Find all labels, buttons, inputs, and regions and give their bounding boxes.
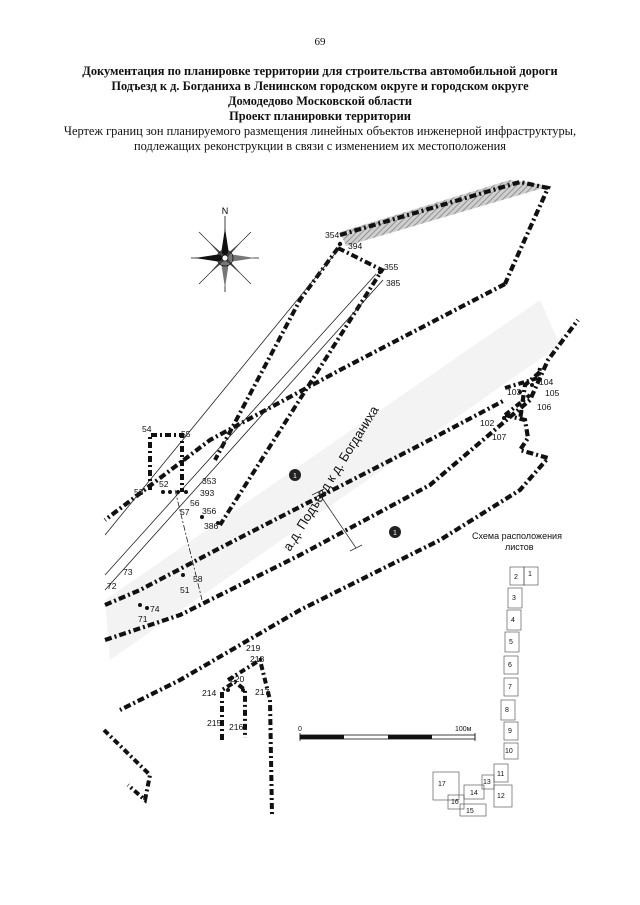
point-54: 54 — [142, 424, 152, 434]
scheme-title-2: листов — [505, 542, 534, 552]
sheet-12: 12 — [497, 793, 505, 800]
marker-2: 1 — [389, 526, 401, 538]
subtitle-line-2: подлежащих реконструкции в связи с измен… — [134, 139, 506, 153]
point-216: 216 — [229, 722, 244, 732]
point-356: 356 — [202, 506, 217, 516]
title-line-2: Подъезд к д. Богданиха в Ленинском город… — [111, 79, 529, 93]
sheet-9: 9 — [508, 728, 512, 735]
sheet-17: 17 — [438, 781, 446, 788]
compass-north-label: N — [222, 206, 229, 216]
point-51: 51 — [180, 585, 190, 595]
point-215: 215 — [207, 718, 222, 728]
sheet-16: 16 — [451, 799, 459, 806]
point-217: 217 — [255, 687, 270, 697]
point-355: 355 — [384, 262, 399, 272]
point-71: 71 — [138, 614, 148, 624]
point-74: 74 — [150, 604, 160, 614]
point-56: 56 — [190, 498, 200, 508]
scheme-title-1: Схема расположения — [472, 531, 562, 541]
point-58: 58 — [193, 574, 203, 584]
sheet-3: 3 — [512, 595, 516, 602]
scale-bar: 0 100м — [298, 726, 476, 741]
point-106: 106 — [537, 402, 552, 412]
zone-boundary-small-south — [102, 656, 274, 816]
sheet-11: 11 — [497, 771, 504, 778]
subtitle-line-1: Чертеж границ зон планируемого размещени… — [63, 124, 577, 138]
zone-boundary-main — [103, 179, 580, 712]
point-104: 104 — [539, 377, 554, 387]
sheet-1: 1 — [528, 571, 532, 578]
marker-1: 1 — [289, 469, 301, 481]
dimension-ticks — [311, 488, 363, 552]
scale-end: 100м — [455, 726, 472, 733]
point-102: 102 — [480, 418, 495, 428]
point-393: 393 — [200, 488, 215, 498]
compass-rose-icon: N — [191, 206, 259, 292]
point-218: 218 — [250, 654, 265, 664]
sheet-14: 14 — [470, 790, 478, 797]
sheet-2: 2 — [514, 574, 518, 581]
vertex-dots — [138, 241, 534, 692]
title-block: Документация по планировке территории дл… — [20, 64, 620, 154]
marker-1-label: 1 — [293, 473, 297, 480]
sheet-10: 10 — [505, 748, 513, 755]
sheet-4: 4 — [511, 617, 515, 624]
point-214: 214 — [202, 688, 217, 698]
point-73: 73 — [123, 567, 133, 577]
sheet-scheme: Схема расположения листов 2 1 3 4 — [432, 531, 562, 817]
point-57: 57 — [180, 507, 190, 517]
sheet-13: 13 — [483, 779, 491, 786]
sheet-15: 15 — [466, 808, 474, 815]
page-number: 69 — [314, 36, 326, 48]
title-line-3: Домодедово Московской области — [227, 94, 413, 108]
thin-guide-lines — [104, 249, 384, 601]
sheet-7: 7 — [508, 684, 512, 691]
point-354: 354 — [325, 230, 340, 240]
point-386: 386 — [204, 521, 219, 531]
point-394: 394 — [348, 241, 363, 251]
zone-boundary-small-north — [148, 433, 184, 492]
point-385: 385 — [386, 278, 401, 288]
point-72: 72 — [107, 581, 117, 591]
marker-2-label: 1 — [393, 530, 397, 537]
zone-boundary-east — [503, 367, 542, 417]
point-labels: 354 394 355 385 103 104 105 106 102 107 … — [107, 230, 560, 732]
road-corridor — [105, 300, 560, 660]
point-55: 55 — [181, 429, 191, 439]
sheet-5: 5 — [509, 639, 513, 646]
point-103: 103 — [507, 387, 522, 397]
title-line-4: Проект планировки территории — [229, 109, 411, 123]
point-353: 353 — [202, 476, 217, 486]
sheet-8: 8 — [505, 707, 509, 714]
point-220: 220 — [230, 674, 245, 684]
point-52: 52 — [159, 479, 169, 489]
point-107: 107 — [492, 432, 507, 442]
point-105: 105 — [545, 388, 560, 398]
point-219: 219 — [246, 643, 261, 653]
sheet-6: 6 — [508, 662, 512, 669]
point-53: 53 — [134, 487, 144, 497]
hatched-strip — [340, 180, 550, 246]
title-line-1: Документация по планировке территории дл… — [82, 64, 558, 78]
scale-start: 0 — [298, 726, 302, 733]
